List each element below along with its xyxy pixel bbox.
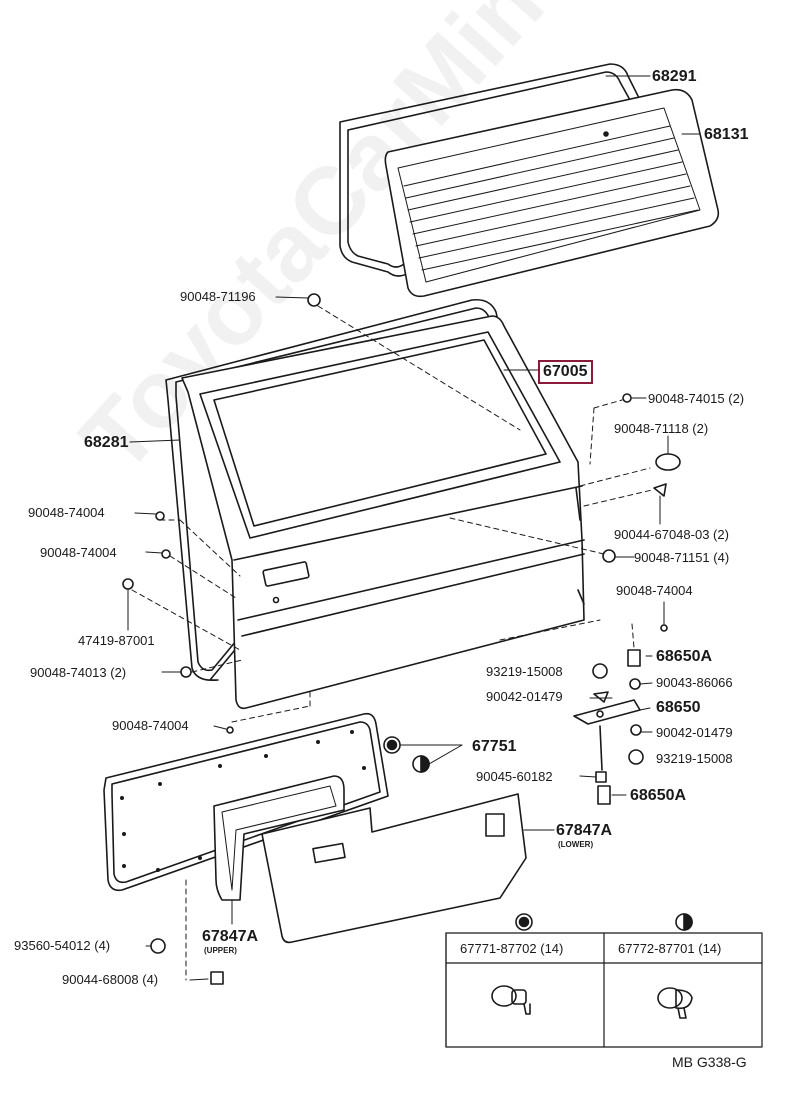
- part-label-93219-15008-a: 93219-15008: [486, 664, 563, 679]
- trim-board-67751: [103, 712, 389, 892]
- part-sublabel-upper: (UPPER): [204, 946, 237, 955]
- dashed-guides: [131, 305, 653, 981]
- part-label-93219-15008-b: 93219-15008: [656, 751, 733, 766]
- part-label-68650A-bottom: 68650A: [630, 787, 687, 804]
- part-label-67751: 67751: [472, 738, 517, 755]
- part-label-67847A-upper: 67847A: [202, 928, 259, 945]
- part-label-68281: 68281: [84, 434, 129, 451]
- part-label-90042-01479-b: 90042-01479: [656, 725, 733, 740]
- part-label-90048-74004-a: 90048-74004: [28, 505, 105, 520]
- part-label-90048-71151: 90048-71151 (4): [634, 550, 730, 565]
- clip-drawing-67771: [491, 985, 531, 1015]
- window-weatherstrip-68291: [339, 63, 641, 277]
- clip-table-col2: 67772-87701 (14): [618, 941, 722, 956]
- part-label-67005: 67005: [543, 363, 588, 380]
- part-label-68650: 68650: [656, 699, 701, 716]
- trim-upper-67847A: [213, 775, 345, 901]
- clip-drawing-67772: [657, 987, 693, 1019]
- part-label-90048-74004-d: 90048-74004: [112, 718, 189, 733]
- part-label-90048-74013: 90048-74013 (2): [30, 665, 127, 680]
- part-label-68131: 68131: [704, 126, 749, 143]
- part-label-93560-54012: 93560-54012 (4): [14, 938, 111, 953]
- part-label-47419-87001: 47419-87001: [78, 633, 155, 648]
- part-label-90043-86066: 90043-86066: [656, 675, 733, 690]
- small-fasteners: [122, 293, 681, 985]
- part-label-90045-60182: 90045-60182: [476, 769, 553, 784]
- part-label-90048-74004-b: 90048-74004: [40, 545, 117, 560]
- leader-lines: [127, 75, 701, 981]
- diagram-reference-code: MB G338-G: [672, 1054, 747, 1070]
- part-label-90048-74004-c: 90048-74004: [616, 583, 693, 598]
- part-label-90042-01479-a: 90042-01479: [486, 689, 563, 704]
- part-label-90044-67048-03: 90044-67048-03 (2): [614, 527, 729, 542]
- part-label-90048-71118: 90048-71118 (2): [614, 421, 709, 436]
- part-label-68291: 68291: [652, 68, 697, 85]
- back-door-panel-67005: [181, 315, 585, 710]
- clip-table-col1: 67771-87702 (14): [460, 941, 564, 956]
- trim-lower-67847A: [261, 793, 527, 944]
- clip-table-symbols: [515, 913, 693, 931]
- part-sublabel-lower: (LOWER): [558, 840, 594, 849]
- clip-symbols: [150, 663, 644, 954]
- part-label-68650A-top: 68650A: [656, 648, 713, 665]
- part-label-90048-71196: 90048-71196: [180, 289, 256, 304]
- part-label-67847A-lower: 67847A: [556, 822, 613, 839]
- highlighted-part-67005[interactable]: 67005: [538, 360, 593, 384]
- part-label-90044-68008: 90044-68008 (4): [62, 972, 159, 987]
- back-door-glass-68131: [384, 88, 720, 298]
- clip-table-frame: [445, 932, 763, 1048]
- part-label-90048-74015: 90048-74015 (2): [648, 391, 745, 406]
